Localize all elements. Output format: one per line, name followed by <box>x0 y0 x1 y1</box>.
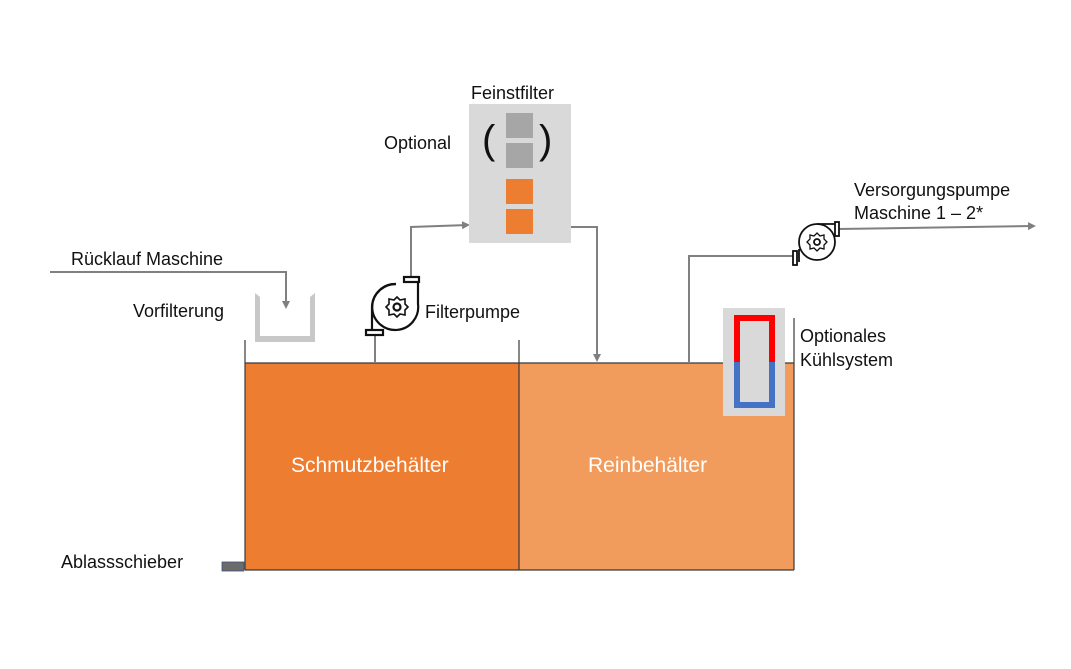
versorgungspumpe-label: Versorgungspumpe <box>854 180 1011 200</box>
filterpumpe-discharge-pipe <box>410 221 470 276</box>
ruecklauf-pipe <box>50 271 290 309</box>
feinstfilter-outlet-pipe <box>571 226 601 362</box>
ablassschieber-label: Ablassschieber <box>61 552 184 572</box>
ablassschieber-valve[interactable] <box>221 561 245 572</box>
kuehlsystem-hot-loop <box>734 315 775 362</box>
vorfilterung-basket <box>255 293 315 342</box>
filter-cartridge-optional-1 <box>506 113 533 138</box>
kuehlsystem-box <box>723 308 785 416</box>
filter-cartridge-optional-2 <box>506 143 533 168</box>
versorgung-outlet-pipe <box>837 222 1036 231</box>
optional-label: Optional <box>384 133 452 153</box>
schmutzbehaelter-label: Schmutzbehälter <box>291 454 449 477</box>
filterpumpe-icon[interactable] <box>364 275 421 337</box>
versorgung-suction-pipe <box>688 255 796 363</box>
paren-close: ) <box>539 118 553 162</box>
versorgung-maschine-label: Maschine 1 – 2* <box>854 203 984 223</box>
vorfilterung-label: Vorfilterung <box>133 301 225 321</box>
feinstfilter-label: Feinstfilter <box>471 83 555 103</box>
schmutzbehaelter-tank <box>245 363 519 570</box>
versorgungspumpe-icon[interactable] <box>792 221 840 266</box>
kuehlsystem-cold-loop <box>734 362 775 408</box>
reinbehaelter-label: Reinbehälter <box>588 454 708 477</box>
kuehlsystem-label-1: Optionales <box>800 326 887 346</box>
paren-open: ( <box>482 118 496 162</box>
ruecklauf-label: Rücklauf Maschine <box>71 249 224 269</box>
kuehlsystem-label-2: Kühlsystem <box>800 350 894 370</box>
tank-outline <box>244 318 795 571</box>
filter-cartridge-1 <box>506 179 533 204</box>
filter-cartridge-2 <box>506 209 533 234</box>
filterpumpe-label: Filterpumpe <box>425 302 521 322</box>
